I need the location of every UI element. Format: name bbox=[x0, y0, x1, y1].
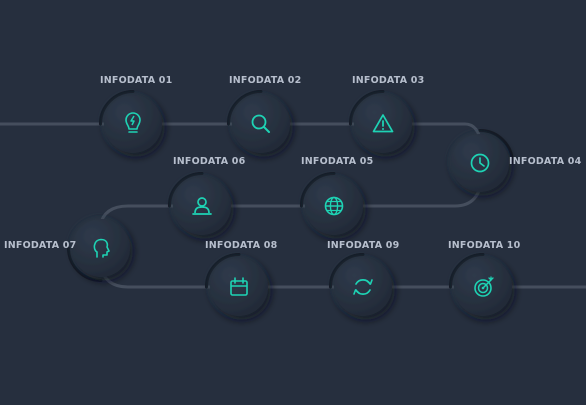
step-node-08 bbox=[205, 253, 268, 316]
calendar-icon bbox=[230, 277, 248, 296]
refresh-icon bbox=[353, 279, 373, 295]
user-icon bbox=[192, 197, 212, 215]
node-ring-arc bbox=[99, 90, 135, 126]
node-ring-arc bbox=[478, 129, 514, 165]
step-label-09: INFODATA 09 bbox=[327, 240, 400, 251]
lightbulb-icon bbox=[125, 112, 141, 133]
node-circle bbox=[232, 95, 290, 153]
step-node-01 bbox=[99, 90, 162, 153]
globe-icon bbox=[324, 196, 344, 216]
clock-icon bbox=[470, 153, 490, 173]
step-label-03: INFODATA 03 bbox=[352, 75, 425, 86]
step-node-07 bbox=[67, 219, 130, 282]
node-ring-arc bbox=[300, 172, 336, 208]
node-ring-arc bbox=[349, 90, 385, 126]
step-node-04 bbox=[451, 129, 514, 192]
step-label-08: INFODATA 08 bbox=[205, 240, 278, 251]
node-ring-arc bbox=[168, 172, 204, 208]
node-circle bbox=[210, 258, 268, 316]
step-label-10: INFODATA 10 bbox=[448, 240, 521, 251]
step-label-07: INFODATA 07 bbox=[4, 240, 77, 251]
node-ring-arc bbox=[449, 253, 485, 289]
node-ring-arc bbox=[227, 90, 263, 126]
step-node-02 bbox=[227, 90, 290, 153]
step-label-02: INFODATA 02 bbox=[229, 75, 302, 86]
node-circle bbox=[72, 219, 130, 277]
target-icon bbox=[474, 276, 494, 297]
step-label-04: INFODATA 04 bbox=[509, 156, 582, 167]
step-node-09 bbox=[329, 253, 392, 316]
node-ring-arc bbox=[67, 246, 103, 282]
step-nodes bbox=[67, 90, 514, 316]
head-profile-icon bbox=[93, 238, 110, 258]
node-ring-arc bbox=[205, 253, 241, 289]
step-label-05: INFODATA 05 bbox=[301, 156, 374, 167]
step-node-05 bbox=[300, 172, 363, 235]
step-node-03 bbox=[349, 90, 412, 153]
search-icon bbox=[251, 114, 270, 133]
step-label-06: INFODATA 06 bbox=[173, 156, 246, 167]
node-ring-arc bbox=[329, 253, 365, 289]
node-circle bbox=[334, 258, 392, 316]
step-node-06 bbox=[168, 172, 231, 235]
step-node-10 bbox=[449, 253, 512, 316]
warning-icon bbox=[372, 114, 394, 133]
step-label-01: INFODATA 01 bbox=[100, 75, 173, 86]
